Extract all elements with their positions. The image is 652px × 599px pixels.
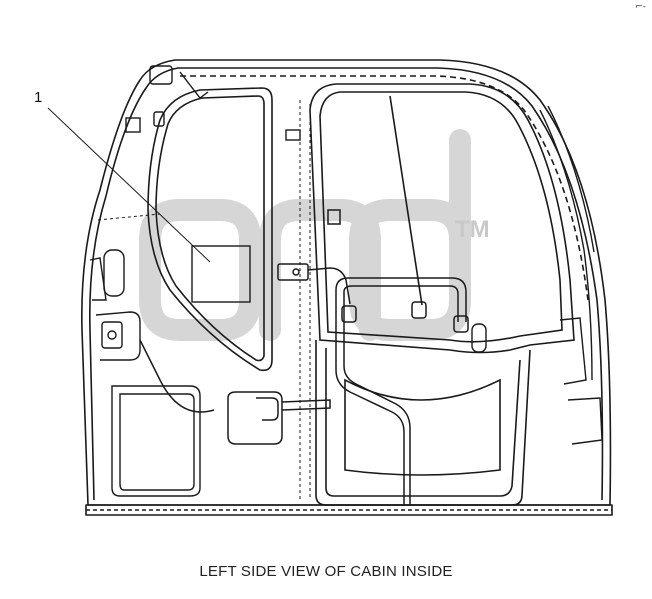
callout-number-1: 1 — [34, 89, 43, 106]
upper-left-fixtures — [125, 65, 301, 141]
callout-leader-line — [47, 107, 211, 263]
cabin-outline — [81, 59, 613, 516]
door — [309, 83, 575, 506]
switch-box — [139, 339, 331, 445]
corner-mark: ⌐- — [635, 2, 646, 12]
diagram-caption: LEFT SIDE VIEW OF CABIN INSIDE — [199, 563, 453, 580]
door-handrail — [335, 277, 469, 505]
label-plate — [191, 245, 251, 303]
right-pillar — [471, 105, 603, 445]
dashed-details — [97, 100, 311, 500]
left-frame-fixtures — [89, 249, 201, 497]
watermark-tm: TM — [455, 216, 490, 243]
door-latch — [277, 209, 351, 305]
left-window — [147, 87, 273, 372]
